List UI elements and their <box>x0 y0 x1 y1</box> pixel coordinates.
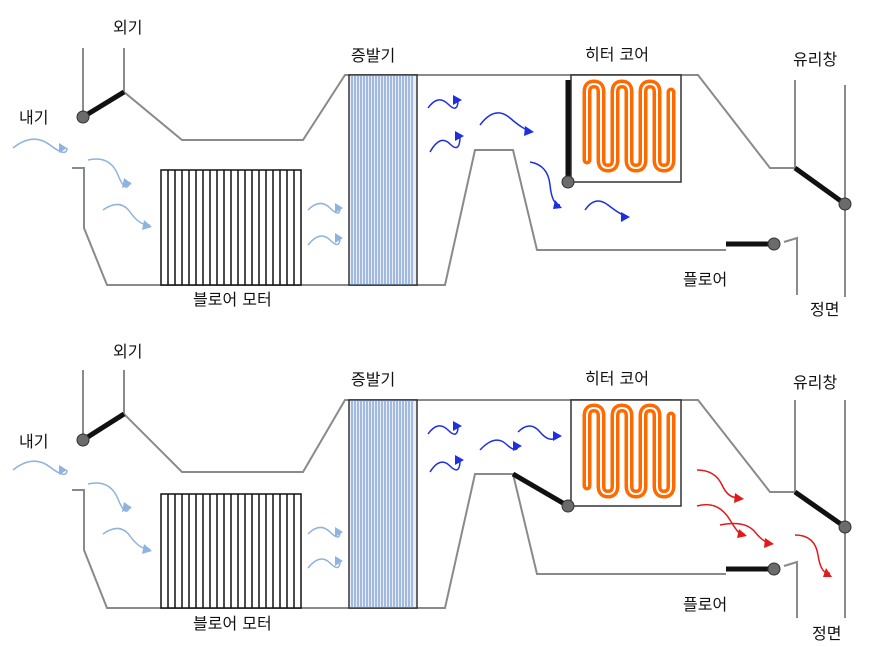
heater-core <box>570 74 682 183</box>
label-outside-air: 외기 <box>113 342 143 361</box>
blower-motor <box>160 493 302 609</box>
intake-door <box>76 89 126 124</box>
blend-door <box>561 80 575 189</box>
label-floor: 플로어 <box>683 270 728 289</box>
intake-arrows <box>12 460 343 569</box>
cool-air-arrows <box>427 421 562 473</box>
label-inside-air: 내기 <box>19 432 49 451</box>
label-floor: 플로어 <box>683 595 728 614</box>
label-inside-air: 내기 <box>19 108 49 127</box>
blend-door <box>511 471 575 513</box>
label-evaporator: 증발기 <box>351 370 396 389</box>
label-blower-motor: 블로어 모터 <box>193 614 272 633</box>
evaporator <box>348 74 418 286</box>
floor-door <box>726 562 781 576</box>
label-heater-core: 히터 코어 <box>585 45 649 64</box>
blower-motor <box>160 169 302 286</box>
label-outside-air: 외기 <box>113 18 143 37</box>
warm-air-arrows <box>696 469 832 577</box>
defrost-door <box>793 489 852 534</box>
floor-door <box>726 237 781 251</box>
label-evaporator: 증발기 <box>351 46 396 65</box>
defrost-door <box>793 165 852 211</box>
label-front: 정면 <box>810 300 840 319</box>
label-front: 정면 <box>812 624 842 643</box>
intake-arrows <box>12 138 343 246</box>
evaporator <box>348 399 418 609</box>
label-windshield: 유리창 <box>793 373 838 392</box>
label-blower-motor: 블로어 모터 <box>193 290 272 309</box>
duct-outline <box>72 370 846 618</box>
label-windshield: 유리창 <box>793 50 838 69</box>
label-heater-core: 히터 코어 <box>585 369 649 388</box>
cool-air-arrows <box>427 95 630 222</box>
heater-core <box>570 399 682 507</box>
intake-door <box>76 411 126 447</box>
duct-outline <box>72 48 846 297</box>
